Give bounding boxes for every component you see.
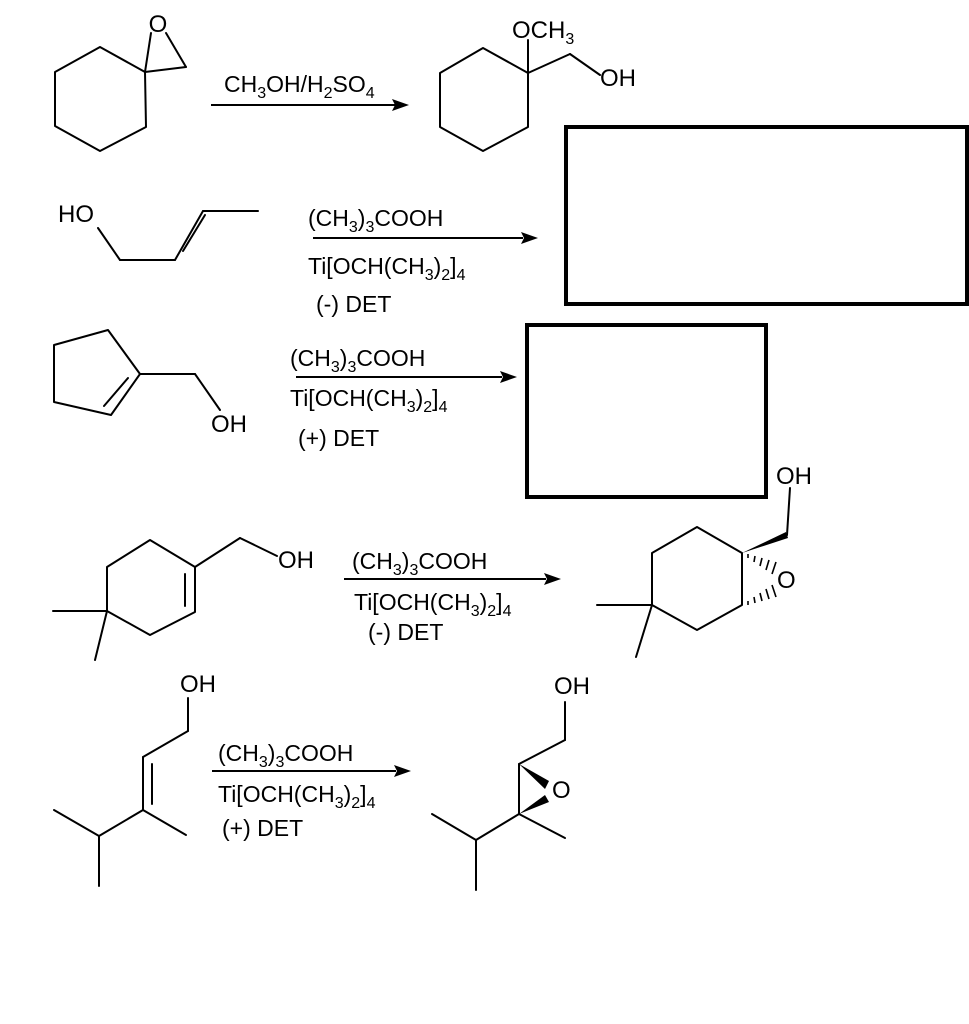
r5-hydroxyl-label: OH: [180, 671, 216, 698]
r4-product-wedge-bond: [742, 532, 788, 553]
r5-isopropyl-methyl-bond: [53, 809, 100, 837]
r1-reagent-line-1: CH3​OH/H2​SO4​: [224, 71, 375, 102]
r4-reagent-line-2: Ti[OCH(CH3​)2​]4​: [354, 589, 512, 620]
r5-reagent-line-1: (CH3​)3​COOH: [218, 740, 353, 771]
r1-ch2-oh-bond: [569, 53, 601, 76]
r4-cyclohexene-ring: [106, 539, 196, 636]
r4-product-hashed-bond-upper: [747, 554, 777, 575]
r5-c-isopropyl-bond: [98, 809, 144, 837]
r2-double-bond: [174, 210, 204, 261]
r5-c-ch3-bond: [142, 809, 187, 836]
r5-product-epoxy-alcohol: OH O: [431, 673, 590, 891]
r1-product-ring: [439, 47, 529, 152]
r1-hydroxyl-label: OH: [600, 65, 636, 92]
r1-product-methoxy-alcohol: OCH3​ OH: [439, 17, 636, 152]
r5-product-epoxide-o-label: O: [552, 777, 571, 804]
reaction-4: OH (CH3​)3​COOH Ti[OCH(CH3​)2​]4​ (-) DE…: [52, 463, 812, 661]
r5-ch2-ch-bond: [142, 730, 189, 758]
r4-product-epoxide-o-label: O: [777, 567, 796, 594]
r5-reactant-allylic-alcohol: OH: [53, 671, 216, 887]
r4-gem-methyl-bond: [94, 610, 108, 661]
r4-ch2-oh-bond: [239, 537, 278, 557]
r4-reactant-dimethylcyclohexenylmethanol: OH: [52, 537, 314, 661]
r4-hydroxyl-label: OH: [278, 547, 314, 574]
r5-arrowhead: [394, 765, 411, 777]
r2-product-answer-box[interactable]: [564, 125, 969, 306]
r3-product-answer-box[interactable]: [525, 323, 768, 499]
r3-ring-double-bond-inner: [103, 377, 129, 407]
reaction-1: O CH3​OH/H2​SO4​ OCH3​ OH: [54, 11, 636, 152]
r3-cyclopentene-ring: [53, 329, 141, 416]
r2-o-ch2-bond: [97, 227, 121, 261]
r3-ch2-oh-bond: [194, 373, 221, 411]
r5-product-c-ch3-bond: [518, 813, 566, 839]
r5-product-wedge-upper: [519, 764, 549, 789]
r5-product-wedge-lower: [519, 795, 549, 814]
r4-c-ch2-bond: [194, 537, 241, 568]
reaction-5: OH (CH3​)3​COOH Ti[OCH(CH3​)2​]4​ (+) DE…: [53, 671, 590, 891]
r4-product-ring: [651, 526, 743, 631]
r5-product-c-isopropyl-bond: [475, 813, 520, 841]
r3-reagent-line-3: (+) DET: [298, 425, 379, 451]
r3-hydroxyl-label: OH: [211, 411, 247, 438]
r2-hydroxyl-label: HO: [58, 201, 94, 228]
r4-reagent-line-1: (CH3​)3​COOH: [352, 548, 487, 579]
r3-reactant-cyclopentenylmethanol: OH: [53, 329, 247, 438]
r2-arrowhead: [521, 232, 538, 244]
r2-reagent-line-2: Ti[OCH(CH3​)2​]4​: [308, 253, 466, 284]
r1-epoxide-bond: [165, 32, 187, 68]
r4-product-hydroxyl-label: OH: [776, 463, 812, 490]
r3-reagent-line-1: (CH3​)3​COOH: [290, 345, 425, 376]
r1-epoxide-bond: [144, 32, 152, 73]
r5-product-isopropyl-methyl-bond: [431, 813, 477, 841]
reaction-3: OH (CH3​)3​COOH Ti[OCH(CH3​)2​]4​ (+) DE…: [53, 323, 768, 499]
r4-product-hashed-bond-lower: [747, 584, 777, 605]
r5-reagent-line-3: (+) DET: [222, 815, 303, 841]
r1-reactant-spiro-epoxide: O: [54, 11, 187, 152]
r2-double-bond-inner: [182, 214, 206, 252]
r2-reactant-crotyl-alcohol: HO: [58, 201, 259, 261]
r3-arrowhead: [500, 371, 517, 383]
r5-product-hydroxyl-label: OH: [554, 673, 590, 700]
r1-epoxide-o-label: O: [149, 11, 168, 38]
r5-reagent-line-2: Ti[OCH(CH3​)2​]4​: [218, 781, 376, 812]
r3-reagent-line-2: Ti[OCH(CH3​)2​]4​: [290, 385, 448, 416]
r1-c-ch2-bond: [527, 53, 571, 74]
r4-product-ch2-oh-bond: [786, 487, 791, 536]
r1-arrowhead: [392, 99, 409, 111]
r2-reagent-line-3: (-) DET: [316, 291, 391, 317]
r1-epoxide-bond: [144, 66, 187, 73]
r2-reagent-line-1: (CH3​)3​COOH: [308, 205, 443, 236]
r1-methoxy-label: OCH3​: [512, 17, 574, 48]
r1-cyclohexane-ring: [54, 46, 147, 152]
r4-arrowhead: [544, 573, 561, 585]
r4-product-epoxy-alcohol: OH O: [596, 463, 812, 658]
reaction-2: HO (CH3​)3​COOH Ti[OCH(CH3​)2​]4​ (-) DE…: [58, 125, 969, 317]
r5-product-ch2-ch-bond: [518, 739, 566, 765]
r4-reagent-line-3: (-) DET: [368, 619, 443, 645]
r4-product-gem-methyl-bond: [635, 604, 653, 658]
